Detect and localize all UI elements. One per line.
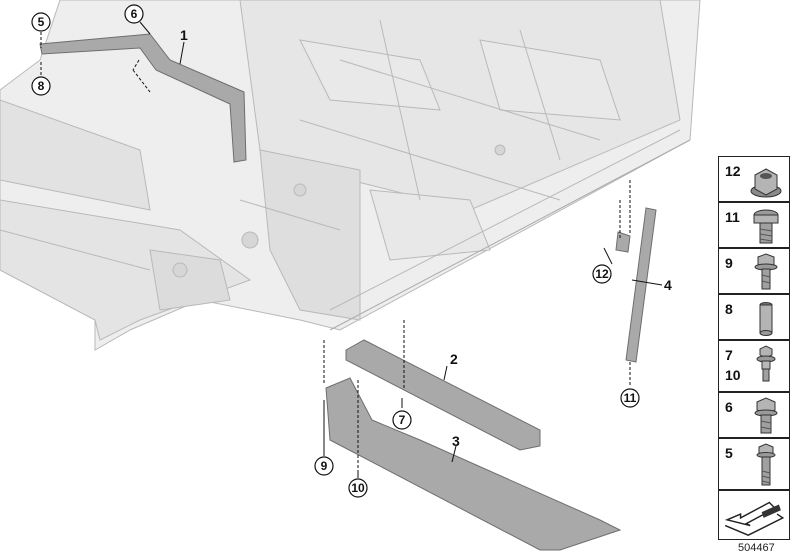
callout-circle — [592, 264, 612, 284]
hex-bolt-long-icon — [756, 443, 776, 486]
callout-circle — [348, 478, 368, 498]
part-2-underbody-panel — [345, 339, 541, 451]
callout-number: 10 — [351, 481, 365, 495]
callout-circle — [314, 456, 334, 476]
callout-9: 9 — [314, 456, 334, 476]
diagram-id-number: 504467 — [738, 542, 775, 554]
callout-number: 6 — [131, 7, 138, 21]
legend-label: 10 — [725, 367, 741, 383]
legend-item-5: 5 — [718, 438, 790, 490]
leader-lines — [40, 21, 663, 478]
callout-number: 7 — [399, 413, 406, 427]
callout-8: 8 — [31, 76, 51, 96]
part-label-2: 2 — [450, 351, 458, 367]
legend-item-11: 11 — [718, 202, 790, 248]
part-4-rail — [615, 207, 657, 363]
legend-label: 7 — [725, 347, 733, 363]
legend-item-8: 8 — [718, 294, 790, 340]
legend-item-7-10: 7 10 — [718, 340, 790, 392]
legend-label: 11 — [725, 209, 740, 225]
car-body-shell — [0, 0, 701, 351]
legend-item-6: 6 — [718, 392, 790, 438]
callout-12: 12 — [592, 264, 612, 284]
hex-bolt-icon — [754, 397, 778, 434]
legend-item-9: 9 — [718, 248, 790, 294]
callout-5: 5 — [31, 12, 51, 32]
callout-number: 5 — [38, 15, 45, 29]
part-3-side-panel — [325, 377, 622, 551]
arrow-cover-icon — [724, 501, 785, 536]
legend-label: 9 — [725, 255, 733, 271]
flange-nut-icon — [750, 168, 782, 198]
callout-10: 10 — [348, 478, 368, 498]
part-label-4: 4 — [664, 277, 672, 293]
callout-7: 7 — [392, 410, 412, 430]
legend-label: 5 — [725, 445, 733, 461]
legend-label: 12 — [725, 163, 741, 179]
hex-flange-bolt-icon — [754, 253, 778, 290]
callout-number: 11 — [624, 391, 637, 405]
callout-11: 11 — [620, 388, 640, 408]
legend-label: 8 — [725, 301, 733, 317]
part-label-3: 3 — [452, 433, 460, 449]
legend-item-cover — [718, 490, 790, 540]
callout-number: 9 — [321, 459, 328, 473]
callout-circle — [31, 12, 51, 32]
legend-label: 6 — [725, 399, 733, 415]
callout-circle — [392, 410, 412, 430]
torx-screw-icon — [753, 209, 779, 244]
collar-screw-icon — [756, 345, 776, 382]
legend-item-12: 12 — [718, 156, 790, 202]
callout-circle — [620, 388, 640, 408]
callout-6: 6 — [124, 4, 144, 24]
callout-number: 12 — [595, 267, 609, 281]
callout-circle — [124, 4, 144, 24]
callout-circle — [31, 76, 51, 96]
callout-number: 8 — [38, 79, 45, 93]
part-1-strut-brace — [39, 33, 247, 163]
part-label-1: 1 — [180, 27, 188, 43]
sleeve-icon — [759, 302, 773, 336]
part-labels: 1 2 3 4 — [180, 27, 672, 449]
